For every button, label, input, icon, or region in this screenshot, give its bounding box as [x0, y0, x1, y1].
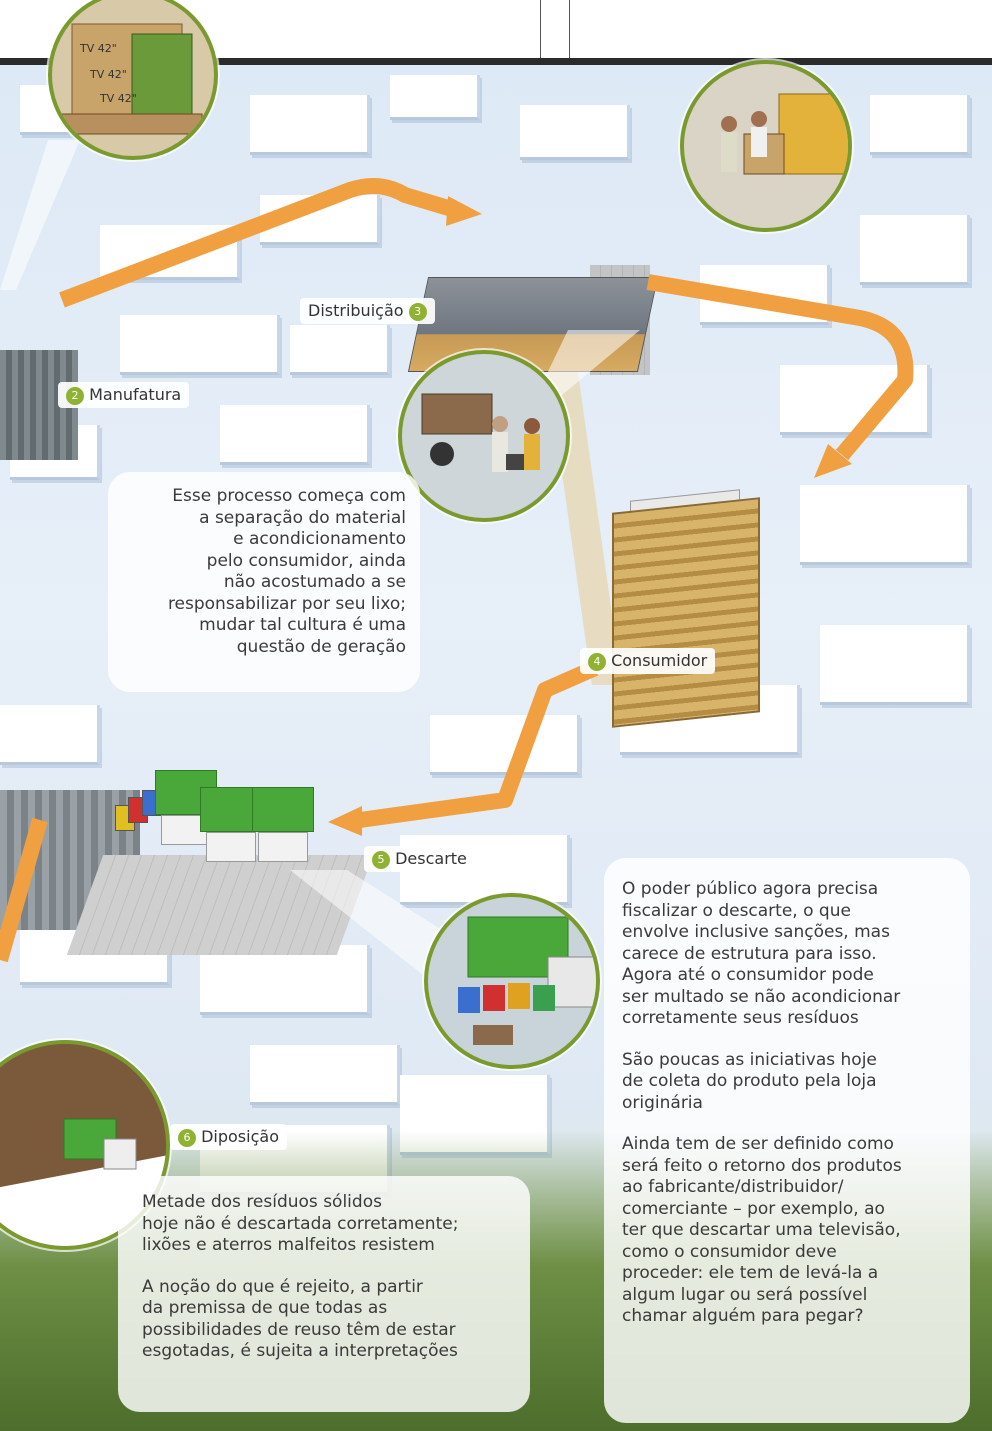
waste-separation-medallion: [398, 350, 570, 522]
stage-label-descarte: 5 Descarte: [364, 846, 475, 872]
tv-box-label: TV 42": [89, 68, 127, 81]
stage-number: 5: [372, 851, 390, 869]
disposal-note-box: Metade dos resíduos sólidos hoje não é d…: [118, 1176, 530, 1412]
arrow-head: [446, 196, 482, 226]
public-policy-note-box: O poder público agora precisa fiscalizar…: [604, 858, 970, 1423]
stage-label-manufatura: 2 Manufatura: [58, 382, 190, 408]
arrow-descarte-to-disposal: [0, 817, 48, 963]
header-bar: [0, 58, 992, 65]
stage-number: 3: [408, 303, 427, 321]
stage-name: Distribuição: [308, 301, 404, 320]
reject-notion-note: A noção do que é rejeito, a partir da pr…: [142, 1276, 458, 1362]
return-definition-note: Ainda tem de ser definido como será feit…: [622, 1134, 902, 1326]
building-block: [860, 215, 970, 285]
stage-label-distribuicao: Distribuição 3: [300, 298, 435, 324]
arrow-manufacture-to-distribution: [59, 178, 458, 308]
garbage-truck-medallion: [424, 893, 600, 1069]
stage-number: 2: [66, 387, 84, 405]
building-block: [390, 75, 480, 120]
tv-boxes-medallion: TV 42" TV 42" TV 42": [48, 0, 218, 160]
building-block: [290, 325, 390, 375]
arrow-head: [814, 444, 852, 478]
column-rule: [540, 0, 541, 62]
arrow-head: [328, 806, 362, 836]
building-block: [120, 315, 280, 375]
stage-name: Descarte: [395, 849, 467, 868]
building-block: [430, 715, 580, 775]
landfill-medallion: [0, 1040, 170, 1250]
stage-name: Diposição: [201, 1127, 279, 1146]
stage-label-consumidor: 4 Consumidor: [580, 648, 716, 674]
consumer-note: Esse processo começa com a separação do …: [167, 486, 406, 657]
building-block: [250, 1045, 400, 1105]
delivery-medallion: [680, 60, 852, 232]
building-block: [800, 485, 970, 565]
store-initiatives-note: São poucas as iniciativas hoje de coleta…: [622, 1049, 877, 1113]
arrow-distribution-to-consumer: [646, 274, 914, 461]
stage-name: Manufatura: [89, 385, 182, 404]
building-block: [220, 405, 370, 465]
garbage-truck: [252, 787, 314, 862]
stage-label-diposicao: 6 Diposição: [170, 1124, 287, 1150]
consumer-note-box: Esse processo começa com a separação do …: [108, 472, 420, 692]
public-power-note: O poder público agora precisa fiscalizar…: [622, 879, 901, 1028]
building-block: [200, 945, 370, 1015]
tv-box-label: TV 42": [99, 92, 137, 105]
stage-number: 6: [178, 1129, 196, 1147]
building-block: [520, 105, 630, 160]
arrow-consumer-to-descarte: [358, 660, 599, 828]
column-rule: [569, 0, 570, 62]
building-block: [820, 625, 970, 705]
solid-waste-note: Metade dos resíduos sólidos hoje não é d…: [142, 1192, 459, 1255]
stage-name: Consumidor: [611, 651, 708, 670]
building-block: [0, 705, 100, 765]
building-block: [250, 95, 370, 155]
building-block: [870, 95, 970, 155]
stage-number: 4: [588, 653, 606, 671]
tv-box-label: TV 42": [79, 42, 117, 55]
